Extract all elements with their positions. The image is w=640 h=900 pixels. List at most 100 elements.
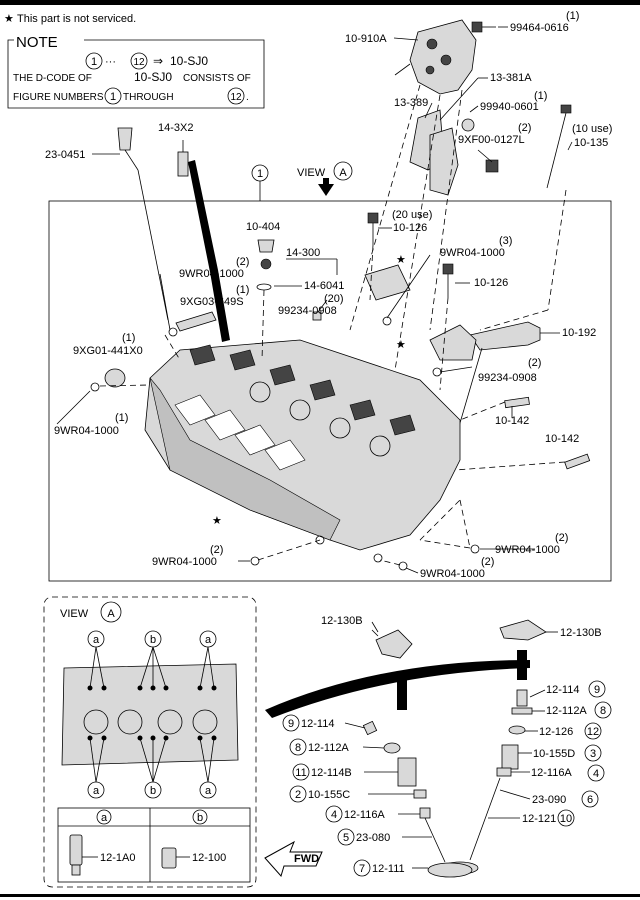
figure-circle-1-label: 1 <box>257 168 263 180</box>
view-a-inset-title: VIEW <box>60 608 89 620</box>
label-leaders-top <box>56 37 573 574</box>
note-line2-b: CONSISTS OF <box>183 73 251 84</box>
svg-text:12-114: 12-114 <box>546 684 579 696</box>
svg-text:12-116A: 12-116A <box>531 767 572 779</box>
svg-text:3: 3 <box>590 748 596 760</box>
label-9WR04-1000-e: 9WR04-1000 <box>152 556 217 568</box>
label-10-126-b: 10-126 <box>474 277 508 289</box>
label-9WR-b-qty: (3) <box>499 235 512 247</box>
svg-text:b: b <box>150 785 156 797</box>
label-14-6041: 14-6041 <box>304 280 344 292</box>
label-10-192: 10-192 <box>562 327 596 339</box>
svg-text:12-114B: 12-114B <box>311 767 352 779</box>
cylinder-head <box>144 339 461 563</box>
label-9WR-a-qty: (2) <box>236 256 249 268</box>
label-9XG01-441X0: 9XG01-441X0 <box>73 345 143 357</box>
dashed-leaders-main <box>99 84 567 566</box>
label-10-142-b: 10-142 <box>545 433 579 445</box>
svg-text:12-121: 12-121 <box>522 813 556 825</box>
part-14-3X2 <box>177 140 189 177</box>
note-circle-12: 12 <box>133 57 145 68</box>
note-line3-b: THROUGH <box>123 92 174 103</box>
label-9XG03-qty: (1) <box>236 284 249 296</box>
svg-text:12-112A: 12-112A <box>546 705 587 717</box>
svg-text:8: 8 <box>600 705 606 717</box>
label-9WR-e-qty: (2) <box>210 544 223 556</box>
svg-text:7: 7 <box>359 863 365 875</box>
svg-text:23-090: 23-090 <box>532 794 566 806</box>
view-a-markers-top: a b a <box>87 630 217 648</box>
svg-text:4: 4 <box>593 768 599 780</box>
svg-text:23-080: 23-080 <box>356 832 390 844</box>
note-line3-end: . <box>246 92 249 103</box>
sensor-10-192 <box>429 321 560 441</box>
label-14-3X2: 14-3X2 <box>158 122 193 134</box>
label-9XF00-qty: (2) <box>518 122 531 134</box>
svg-text:★: ★ <box>212 515 222 527</box>
view-a-circle-label: A <box>339 167 347 179</box>
label-10-126-qty: (20 use) <box>392 209 432 221</box>
studs-10-142 <box>504 396 591 470</box>
label-99464-qty: (1) <box>566 10 579 22</box>
label-10-142-a: 10-142 <box>495 415 529 427</box>
bolt-10-126-top <box>367 212 379 245</box>
label-9WR04-1000-a: 9WR04-1000 <box>179 268 244 280</box>
svg-text:12-126: 12-126 <box>539 726 573 738</box>
svg-text:4: 4 <box>331 809 337 821</box>
label-99234-0908-a: 99234-0908 <box>278 305 337 317</box>
label-13-381A: 13-381A <box>490 72 532 84</box>
label-9XG03-649S: 9XG03-649S <box>180 296 244 308</box>
svg-text:12-114: 12-114 <box>301 718 334 730</box>
label-99234-0908-b: 99234-0908 <box>478 372 537 384</box>
bracket-parts <box>409 109 499 196</box>
part-12-100: 12-100 <box>192 852 226 864</box>
svg-text:a: a <box>205 634 212 646</box>
svg-text:a: a <box>205 785 212 797</box>
view-a-inset: VIEW A a b a a b a <box>43 596 257 888</box>
view-a-markers-bottom: a b a <box>87 781 217 799</box>
svg-text:a: a <box>93 634 100 646</box>
bolt-99464 <box>471 21 508 33</box>
note-circle-1: 1 <box>91 56 97 68</box>
svg-text:★: ★ <box>396 254 406 266</box>
svg-text:9: 9 <box>594 684 600 696</box>
top-rule <box>0 0 640 5</box>
svg-text:12: 12 <box>587 726 599 738</box>
note-box: NOTE 1 ··· 12 ⇒ 10-SJ0 THE D-CODE OF 10-… <box>7 34 265 109</box>
label-9WR04-1000-c: 9WR04-1000 <box>54 425 119 437</box>
label-99234-b-qty: (2) <box>528 357 541 369</box>
small-plugs <box>168 316 480 571</box>
part-12-1A0: 12-1A0 <box>100 852 135 864</box>
view-a-arrow <box>318 184 334 196</box>
svg-text:6: 6 <box>587 794 593 806</box>
label-9XG01-qty: (1) <box>122 332 135 344</box>
label-10-135-qty: (10 use) <box>572 123 612 135</box>
note-title: NOTE <box>16 34 58 51</box>
bottom-rule <box>0 894 640 897</box>
note-code: 10-SJ0 <box>170 54 208 68</box>
star-symbol: ★ <box>4 13 14 25</box>
star-markers: ★ ★ ★ <box>212 254 406 527</box>
label-9XF00-0127L: 9XF00-0127L <box>458 134 525 146</box>
label-10-126-a: 10-126 <box>393 222 427 234</box>
note-line2-code: 10-SJ0 <box>134 70 172 84</box>
not-serviced-note: This part is not serviced. <box>17 13 136 25</box>
label-10-135: 10-135 <box>574 137 608 149</box>
svg-text:★: ★ <box>396 339 406 351</box>
label-14-300: 14-300 <box>286 247 320 259</box>
svg-text:12-111: 12-111 <box>372 863 405 875</box>
fwd-label: FWD <box>294 853 319 865</box>
label-9WR-c-qty: (1) <box>115 412 128 424</box>
svg-text:a: a <box>93 785 100 797</box>
label-9WR04-1000-d: 9WR04-1000 <box>495 544 560 556</box>
svg-text:10-155C: 10-155C <box>308 789 350 801</box>
svg-text:9: 9 <box>288 718 294 730</box>
note-line2-a: THE D-CODE OF <box>13 73 92 84</box>
label-99464-0616: 99464-0616 <box>510 22 569 34</box>
svg-text:10-155D: 10-155D <box>533 748 575 760</box>
label-23-0451: 23-0451 <box>45 149 85 161</box>
top-labels: 10-910A (1) 99464-0616 13-381A 13-389 (1… <box>45 10 612 580</box>
label-10-404: 10-404 <box>246 221 280 233</box>
view-a-text: VIEW <box>297 167 326 179</box>
